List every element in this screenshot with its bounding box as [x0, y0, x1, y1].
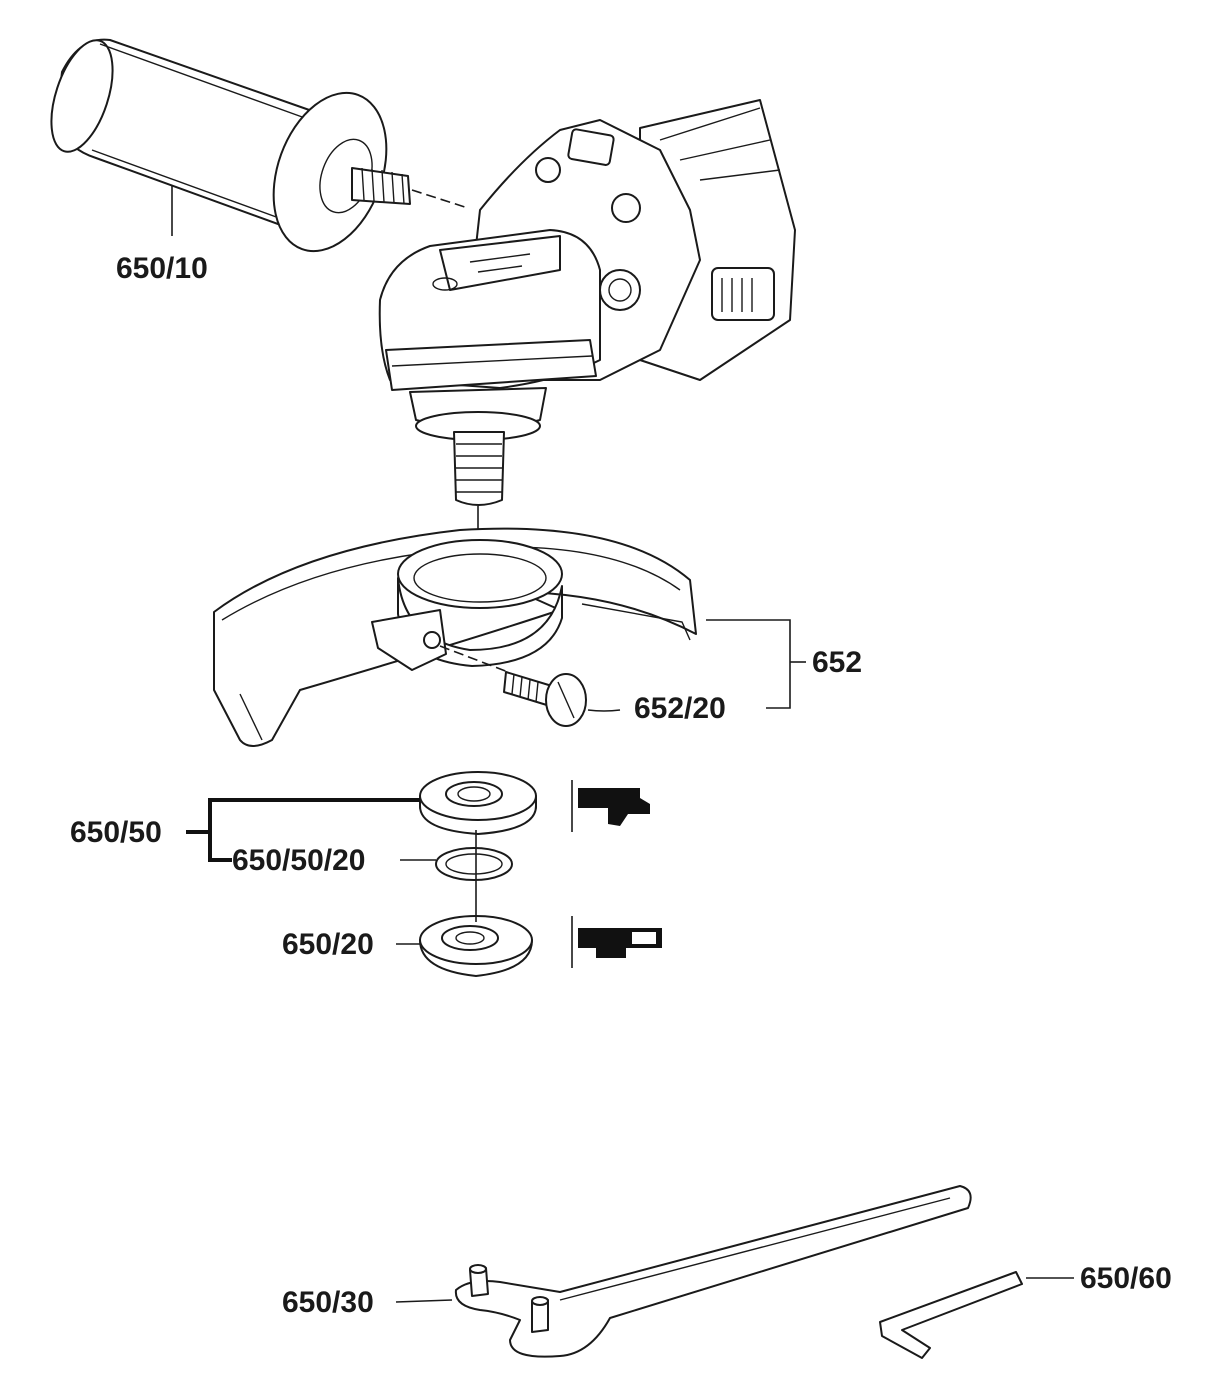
wheel-guard-illustration: [213, 527, 806, 747]
flange-set-illustration: [186, 771, 662, 977]
label-650-50: 650/50: [70, 816, 162, 849]
label-650-10: 650/10: [116, 252, 208, 285]
label-650-30: 650/30: [282, 1286, 374, 1319]
label-650-60: 650/60: [1080, 1262, 1172, 1295]
label-650-50-20: 650/50/20: [232, 844, 366, 877]
label-652: 652: [812, 646, 863, 679]
pin-spanner-illustration: [395, 1185, 972, 1358]
label-650-20: 650/20: [282, 928, 374, 961]
hex-key-illustration: [879, 1271, 1074, 1359]
side-handle-illustration: [50, 38, 469, 253]
grinder-head-illustration: [378, 99, 796, 602]
flange-section-icons: [571, 780, 662, 968]
label-652-20: 652/20: [634, 692, 726, 725]
